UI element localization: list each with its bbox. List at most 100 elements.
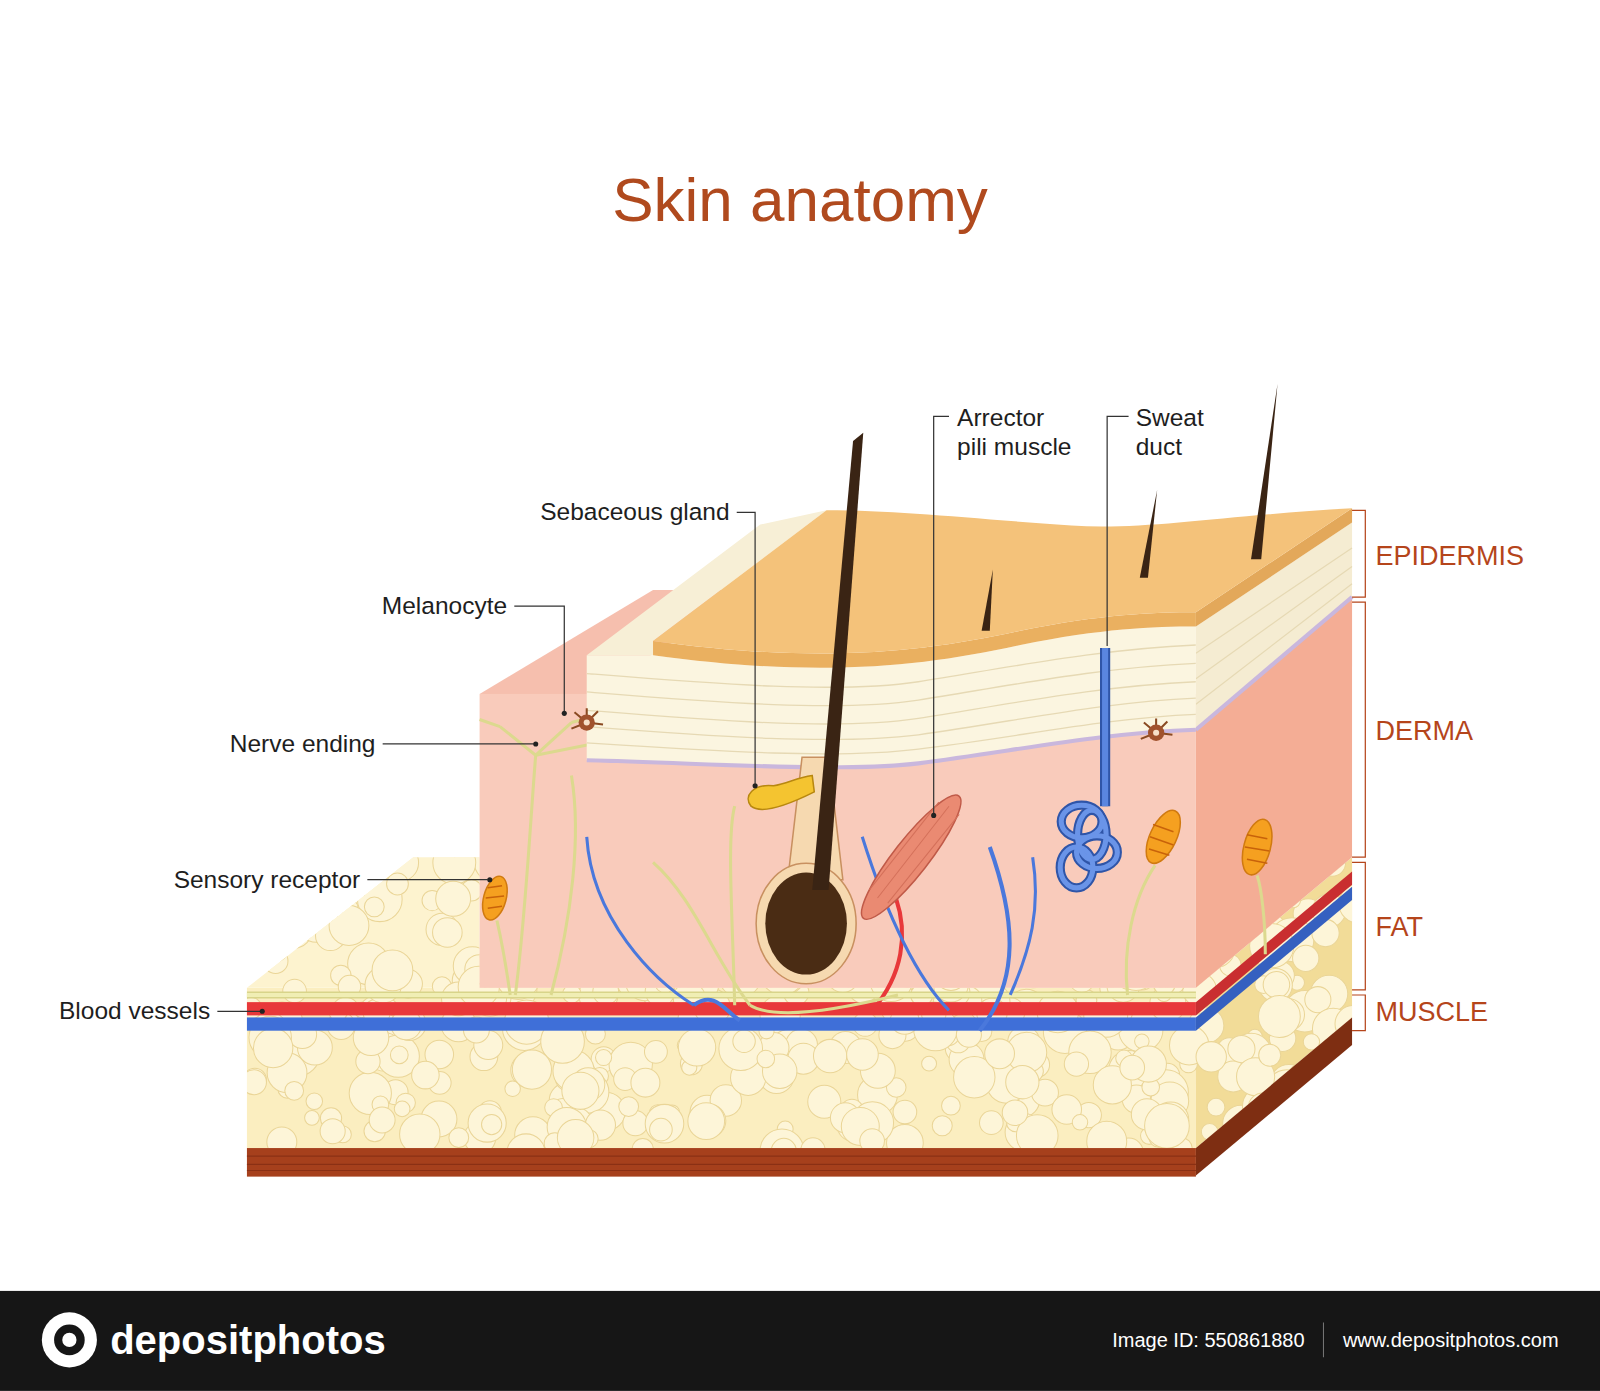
fat-cell	[1006, 1066, 1039, 1099]
muscle-striation	[869, 802, 959, 903]
layer-label: EPIDERMIS	[1376, 540, 1525, 572]
fat-cell	[733, 1030, 755, 1052]
fat-cell	[1310, 1126, 1342, 1158]
hair	[1251, 384, 1278, 560]
fat-cell	[243, 931, 273, 961]
leader-line	[1107, 416, 1128, 646]
fat-cell	[644, 1040, 667, 1063]
sensory-receptor	[1139, 805, 1187, 868]
fat-cell	[482, 1114, 502, 1134]
hair-bulb	[765, 873, 847, 975]
fat-cell	[394, 1101, 410, 1117]
arrector-pili-muscle	[850, 785, 973, 929]
fat-cell	[619, 1097, 639, 1117]
fat-cell	[285, 1081, 304, 1100]
sweat-duct	[1100, 648, 1110, 806]
gland-coil	[1078, 810, 1107, 859]
fat-cell	[387, 873, 409, 895]
part-label: Nerve ending	[230, 729, 376, 758]
basement-membrane	[1196, 597, 1352, 730]
fat-cell	[436, 881, 471, 916]
nerve-trunk	[247, 991, 1196, 998]
part-label: Arrector pili muscle	[957, 402, 1075, 461]
artery-side	[1196, 872, 1352, 1016]
fat-cell	[979, 1111, 1003, 1135]
fat-cell	[373, 849, 391, 867]
fat-cell	[631, 1068, 660, 1097]
fat-cell	[263, 949, 288, 974]
fat-cell	[1207, 1098, 1225, 1116]
fat-cell	[329, 906, 369, 946]
fat-cell	[372, 950, 413, 991]
sweat-gland	[1060, 805, 1117, 888]
watermark-url: www.depositphotos.com	[1343, 1328, 1559, 1352]
footer-separator	[1323, 1323, 1324, 1358]
fat-cell	[239, 932, 275, 968]
fat-cell	[678, 1029, 715, 1066]
hair-bulb-sheath	[756, 863, 856, 983]
fat-cell	[360, 854, 381, 875]
nerve	[551, 776, 575, 995]
logo	[62, 1333, 76, 1347]
leader-dot	[533, 741, 538, 746]
logo	[54, 1325, 85, 1356]
layer-label: FAT	[1376, 910, 1424, 942]
fat-cell	[1120, 1055, 1145, 1080]
fat-cell	[1293, 945, 1319, 971]
nerve-trunk	[247, 993, 1196, 997]
leader-lines	[217, 416, 1128, 1011]
sensory-receptor	[1237, 816, 1277, 878]
fat-cell	[242, 848, 262, 868]
fat-cell	[847, 1039, 879, 1071]
fat-cell	[238, 914, 268, 944]
part-label: Melanocyte	[382, 591, 507, 620]
fat-cell	[757, 1050, 775, 1068]
melanocyte-nucleus	[1153, 730, 1159, 736]
fat-cell	[1263, 972, 1290, 999]
nerve	[1257, 876, 1265, 955]
fat-cell	[1196, 1042, 1226, 1072]
fat-cell	[1345, 1071, 1368, 1094]
leader-line	[367, 879, 487, 880]
vein-branch	[587, 837, 694, 1005]
layer-bracket	[1352, 510, 1365, 1030]
fat-cell	[369, 1107, 395, 1133]
fat-cell	[390, 1046, 408, 1064]
muscle-fibres	[247, 1156, 1196, 1170]
fat-cell	[264, 938, 288, 962]
fat-cell	[283, 979, 307, 1003]
fat-cell	[893, 1100, 917, 1124]
vein-branch	[1010, 857, 1035, 995]
part-label: Sensory receptor	[174, 865, 361, 894]
hair-shaft	[812, 433, 863, 890]
logo	[42, 1312, 97, 1367]
vein-side	[1196, 887, 1352, 1031]
fat-cell	[274, 910, 312, 948]
fat-cell	[1330, 1073, 1369, 1112]
muscle-front	[247, 1148, 1196, 1177]
fat-cell	[433, 918, 463, 948]
leader-dot	[931, 813, 936, 818]
fat-cell	[1064, 1052, 1088, 1076]
nerve	[515, 755, 535, 995]
fat-cell	[241, 1070, 266, 1095]
nerve	[750, 995, 898, 1013]
nerve	[653, 862, 750, 1005]
leader-line	[514, 606, 564, 711]
fat-cell	[562, 1072, 599, 1109]
leader-dot	[487, 877, 492, 882]
fat-cell	[306, 1093, 323, 1110]
leader-line	[934, 416, 949, 813]
fat-cell	[1329, 1103, 1368, 1142]
vein-branch	[980, 847, 1010, 1031]
fat-cell	[1072, 1115, 1088, 1131]
melanocyte-body	[579, 714, 595, 730]
muscle-side	[1196, 1017, 1352, 1175]
melanocyte-body	[1148, 725, 1164, 741]
sweat-duct	[1102, 648, 1108, 806]
melanocyte	[571, 708, 1172, 739]
skin-surface	[653, 508, 1352, 653]
sebaceous-gland	[748, 776, 814, 810]
vein-branch	[694, 1000, 740, 1021]
